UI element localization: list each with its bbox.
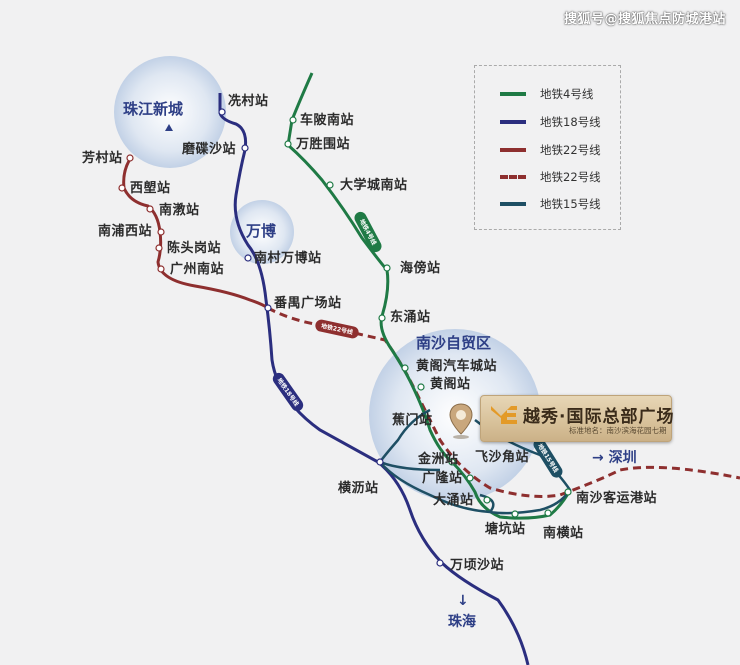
line22-badge: 地铁22号线	[315, 319, 359, 339]
arrow-right-icon: →	[592, 450, 604, 466]
line22-swatch	[500, 148, 526, 152]
direction-zhuhai-arrow: ↓	[457, 594, 469, 608]
location-pin-icon	[449, 403, 473, 439]
svg-text:地铁18号线: 地铁18号线	[275, 376, 300, 407]
legend-label: 地铁22号线	[540, 170, 601, 184]
legend-item-line18: 地铁18号线	[475, 112, 620, 132]
legend-label: 地铁15号线	[540, 197, 601, 211]
line15-swatch	[500, 202, 526, 206]
station-label: 东涌站	[390, 310, 431, 325]
arrow-down-icon: ↓	[457, 593, 469, 609]
legend-label: 地铁22号线	[540, 143, 601, 157]
station-label: 大学城南站	[340, 178, 408, 193]
station-label: 西塱站	[130, 181, 171, 196]
line4-swatch	[500, 92, 526, 96]
station-label: 万顷沙站	[450, 558, 505, 573]
line18-badge: 地铁18号线	[272, 372, 304, 412]
station-label: 广隆站	[422, 471, 463, 486]
station-label: 磨碟沙站	[182, 142, 237, 157]
project-brand-card[interactable]: 越秀·国际总部广场 标准地名：南沙滨海花园七期	[480, 395, 675, 442]
station-label: 万胜围站	[296, 137, 351, 152]
yuexiu-logo-icon	[491, 406, 517, 424]
station-label: 广州南站	[170, 262, 225, 277]
station-label: 飞沙角站	[475, 450, 530, 465]
legend-label: 地铁4号线	[540, 87, 594, 101]
legend-item-line15: 地铁15号线	[475, 194, 620, 214]
station-label: 车陂南站	[300, 113, 355, 128]
station-label: 南浦西站	[98, 224, 153, 239]
direction-shenzhen: → 深圳	[592, 451, 637, 465]
landmark-triangle-icon	[165, 124, 173, 131]
station-label: 南漖站	[159, 203, 200, 218]
line15-badge: 地铁15号线	[533, 438, 563, 478]
station-markers	[118, 108, 572, 567]
area-label-wanbo: 万博	[246, 222, 277, 240]
direction-label: 深圳	[608, 450, 637, 466]
station-label: 芳村站	[82, 151, 123, 166]
area-label-zhujiang: 珠江新城	[123, 100, 184, 118]
line4-path	[286, 72, 572, 520]
legend-item-line22-planned: 地铁22号线	[475, 167, 620, 187]
area-label-nansha: 南沙自贸区	[416, 334, 492, 352]
station-label: 番禺广场站	[274, 296, 342, 311]
legend-label: 地铁18号线	[540, 115, 601, 129]
line22-planned-swatch	[500, 175, 526, 179]
station-label: 南沙客运港站	[576, 491, 658, 506]
station-label: 黄阁站	[430, 377, 471, 392]
legend-item-line4: 地铁4号线	[475, 84, 620, 104]
project-subtitle: 标准地名：南沙滨海花园七期	[569, 426, 667, 435]
zhujiang-area-circle	[114, 56, 226, 168]
station-label: 南横站	[543, 526, 584, 541]
station-label: 黄阁汽车城站	[416, 359, 498, 374]
direction-zhuhai: 珠海	[448, 614, 476, 630]
station-label: 塘坑站	[485, 522, 526, 537]
station-label: 冼村站	[228, 94, 269, 109]
line18-swatch	[500, 120, 526, 124]
station-label: 金洲站	[418, 452, 459, 467]
watermark: 搜狐号@搜狐焦点防城港站	[563, 12, 726, 27]
project-name: 越秀·国际总部广场	[523, 407, 675, 427]
legend: 地铁4号线 地铁18号线 地铁22号线 地铁22号线 地铁15号线	[474, 65, 621, 230]
station-label: 大涌站	[433, 493, 474, 508]
station-label: 蕉门站	[392, 413, 433, 428]
wanbo-area-circle	[230, 200, 294, 264]
station-label: 南村万博站	[254, 251, 322, 266]
station-label: 海傍站	[400, 261, 441, 276]
legend-item-line22: 地铁22号线	[475, 140, 620, 160]
station-label: 陈头岗站	[167, 241, 222, 256]
station-label: 横沥站	[338, 481, 379, 496]
